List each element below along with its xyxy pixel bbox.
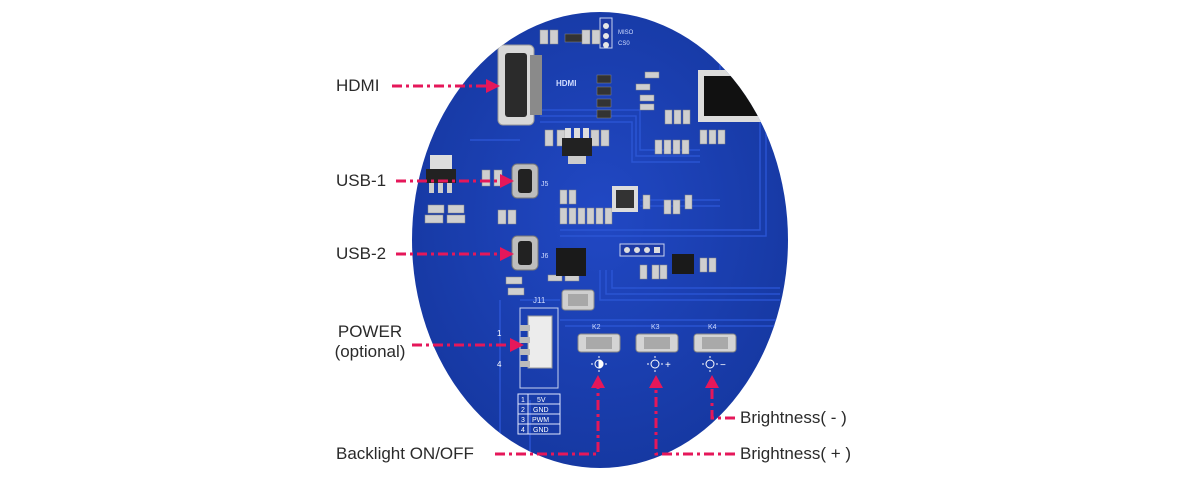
button-k1 [561,289,595,311]
pin-table-signal: GND [533,407,549,414]
label-power-line2: (optional) [334,342,406,361]
label-brightness-plus: Brightness( + ) [740,444,852,463]
arrowhead-usb1 [500,174,514,188]
silk-j11: J11 [533,296,546,305]
pcb-traces [470,60,788,468]
pin-table-pin: 2 [521,407,525,414]
silk-k4: K4 [708,324,717,331]
callout-line-brightness-minus [710,385,735,420]
pin-table-pin: 3 [521,417,525,424]
silk-pin1: 1 [497,329,502,338]
chip-u7 [556,248,586,276]
chip-u6 [672,254,694,274]
usb-connector-j5 [511,163,539,199]
silk-miso: MISO [618,30,634,36]
plus-sign: + [665,360,671,371]
silk-hdmi: HDMI [556,79,576,88]
arrowhead-brightness-minus [705,375,719,388]
pin-table-pin: 1 [521,397,525,404]
pin-table-signal: GND [533,427,549,434]
arrowhead-backlight [591,375,605,388]
silk-pin4: 4 [497,360,502,369]
label-hdmi: HDMI [336,76,380,95]
arrowhead-power [510,338,524,352]
label-power-line1: POWER [337,322,403,341]
header-pins [599,17,613,49]
label-brightness-minus: Brightness( - ) [740,408,847,427]
callout-line-brightness-plus [654,385,735,456]
silk-k3: K3 [651,324,660,331]
hdmi-connector [497,44,542,126]
arrowhead-hdmi [486,79,500,93]
button-k2 [577,333,621,353]
inductor-l3 [612,186,638,212]
chip-u3 [698,70,784,122]
brightness-down-icon [702,356,718,372]
arrowhead-usb2 [500,247,514,261]
button-k4 [693,333,737,353]
pin-table-pin: 4 [521,427,525,434]
pad-row [619,243,665,257]
smd-components [424,29,726,296]
pin-table-signal: PWM [532,417,549,424]
silk-cs0: CS0 [618,41,630,47]
regulator-left [426,155,456,193]
backlight-icon [591,356,607,372]
minus-sign: − [720,360,726,371]
label-power: POWER (optional) [330,322,410,362]
silk-j5: J5 [541,181,549,188]
label-backlight: Backlight ON/OFF [336,444,474,463]
silk-j6: J6 [541,253,549,260]
label-usb1: USB-1 [336,171,387,190]
callout-line-backlight [495,385,600,456]
label-usb2: USB-2 [336,244,387,263]
regulator-u1 [562,128,592,164]
pin-table-signal: 5V [537,397,546,404]
button-k3 [635,333,679,353]
pcb-board [412,12,788,468]
pin-table [517,393,561,435]
power-connector-j11 [519,307,559,389]
usb-connector-j6 [511,235,539,271]
silk-k2: K2 [592,324,601,331]
arrowhead-brightness-plus [649,375,663,388]
brightness-up-icon [647,356,663,372]
